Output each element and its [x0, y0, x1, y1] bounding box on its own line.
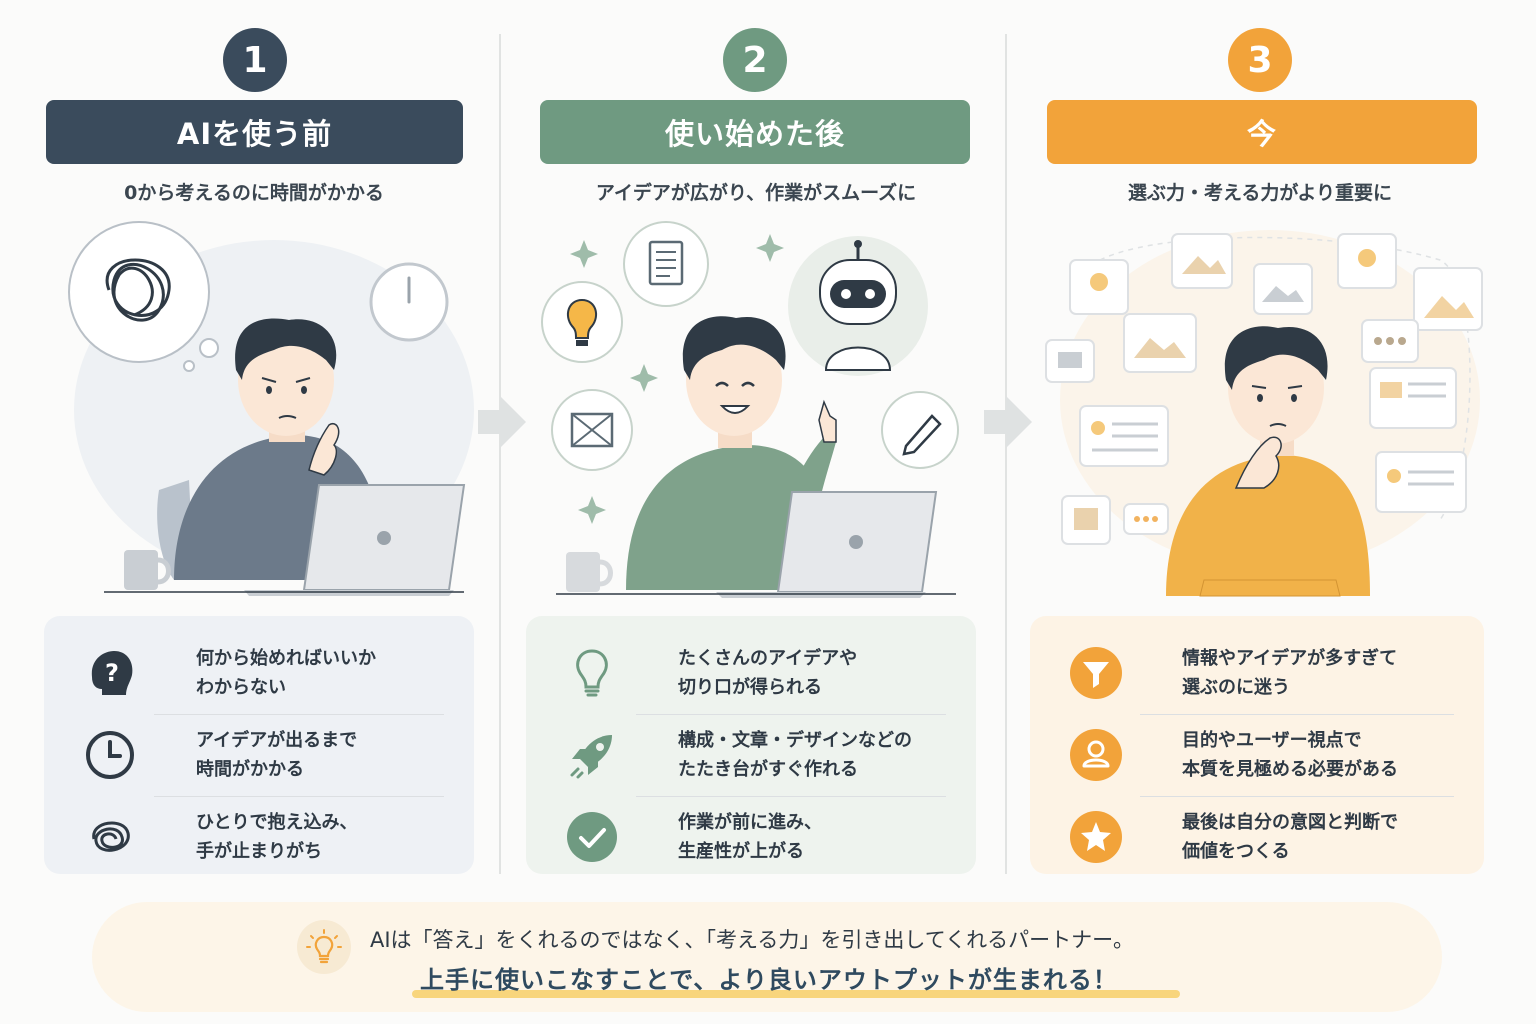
list-item: 情報やアイデアが多すぎて選ぶのに迷う: [1060, 632, 1454, 714]
step-column-1: 1 AIを使う前 0から考えるのに時間がかかる: [44, 0, 476, 880]
image-card-icon: [1253, 263, 1313, 315]
step-subtitle: 選ぶ力・考える力がより重要に: [1127, 182, 1393, 204]
item-line-1: 目的やユーザー視点で: [1182, 730, 1362, 751]
image-card-icon: [1045, 339, 1095, 383]
step-number-badge: 2: [723, 28, 787, 92]
idea-card-icon: [1337, 233, 1397, 289]
step-title-banner: AIを使う前: [46, 100, 463, 164]
lightbulb-icon: [564, 645, 620, 701]
list-item: 目的やユーザー視点で本質を見極める必要がある: [1060, 714, 1454, 796]
item-line-2: 切り口が得られる: [678, 677, 822, 698]
summary-line-1: AIは「答え」をくれるのではなく、「考える力」を引き出してくれるパートナー。: [370, 928, 1134, 952]
wall-clock-icon: [369, 262, 449, 342]
step-number-badge: 3: [1228, 28, 1292, 92]
idea-card-icon: [1069, 259, 1129, 315]
image-card-icon: [1061, 495, 1111, 545]
item-line-2: たたき台がすぐ作れる: [678, 759, 858, 780]
item-line-2: わからない: [196, 677, 286, 698]
image-card-icon: [1171, 233, 1233, 289]
column-divider: [499, 34, 501, 874]
list-item: ? 何から始めればいいかわからない: [74, 632, 444, 714]
arrow-right-icon: [478, 396, 526, 448]
tangle-icon: [82, 809, 138, 865]
question-head-icon: ?: [82, 645, 138, 701]
lightbulb-bubble-icon: [541, 281, 623, 363]
coffee-mug-icon: [566, 552, 613, 592]
item-line-1: ひとりで抱え込み、: [196, 812, 358, 833]
clock-icon: [82, 727, 138, 783]
coffee-mug-icon: [124, 550, 171, 590]
item-line-1: たくさんのアイデアや: [678, 648, 858, 669]
step-subtitle: アイデアが広がり、作業がスムーズに: [595, 182, 917, 204]
highlight-underline: [412, 990, 1180, 998]
list-item: たくさんのアイデアや切り口が得られる: [556, 632, 946, 714]
step-number-badge: 1: [223, 28, 287, 92]
step-title-banner: 今: [1047, 100, 1477, 164]
user-icon: [1068, 727, 1124, 783]
column-divider: [1005, 34, 1007, 874]
step-column-3: 3 今 選ぶ力・考える力がより重要に: [1030, 0, 1486, 880]
list-item: 構成・文章・デザインなどのたたき台がすぐ作れる: [556, 714, 946, 796]
list-item: 作業が前に進み、生産性が上がる: [556, 796, 946, 878]
lightbulb-icon: [297, 920, 351, 974]
item-line-1: 情報やアイデアが多すぎて: [1182, 648, 1398, 669]
item-line-1: 構成・文章・デザインなどの: [678, 730, 912, 751]
step-column-2: 2 使い始めた後 アイデアが広がり、作業がスムーズに: [526, 0, 978, 880]
list-item: アイデアが出るまで時間がかかる: [74, 714, 444, 796]
mail-icon: [551, 389, 633, 471]
list-item: 最後は自分の意図と判断で価値をつくる: [1060, 796, 1454, 878]
text-card-icon: [1375, 451, 1467, 513]
text-card-icon: [1369, 367, 1457, 429]
item-line-2: 本質を見極める必要がある: [1182, 759, 1398, 780]
item-line-1: 作業が前に進み、: [678, 812, 822, 833]
svg-text:?: ?: [105, 659, 119, 687]
chat-dots-icon: [1123, 503, 1169, 535]
laptop-icon: [244, 484, 466, 596]
document-icon: [623, 221, 709, 307]
illustration-now: [1045, 230, 1483, 597]
thought-bubble-icon: [68, 221, 210, 363]
rocket-icon: [564, 727, 620, 783]
arrow-right-icon: [984, 396, 1032, 448]
item-line-2: 手が止まりがち: [196, 841, 322, 862]
star-icon: [1068, 809, 1124, 865]
item-line-1: 最後は自分の意図と判断で: [1182, 812, 1398, 833]
item-line-1: アイデアが出るまで: [196, 730, 358, 751]
summary-banner: AIは「答え」をくれるのではなく、「考える力」を引き出してくれるパートナー。 上…: [92, 902, 1442, 1012]
item-line-1: 何から始めればいいか: [196, 648, 376, 669]
image-card-icon: [1123, 313, 1197, 373]
item-line-2: 価値をつくる: [1182, 841, 1290, 862]
illustration-using-ai: [541, 221, 959, 598]
image-card-icon: [1413, 267, 1483, 331]
robot-icon: [788, 236, 928, 376]
pencil-icon: [881, 391, 959, 469]
step-points-card: 情報やアイデアが多すぎて選ぶのに迷う 目的やユーザー視点で本質を見極める必要があ…: [1030, 616, 1484, 874]
list-item: ひとりで抱え込み、手が止まりがち: [74, 796, 444, 878]
item-line-2: 選ぶのに迷う: [1182, 677, 1290, 698]
text-card-icon: [1079, 405, 1169, 467]
check-icon: [564, 809, 620, 865]
item-line-2: 生産性が上がる: [678, 841, 804, 862]
item-line-2: 時間がかかる: [196, 759, 304, 780]
step-subtitle: 0から考えるのに時間がかかる: [124, 182, 384, 204]
chat-dots-icon: [1361, 319, 1419, 363]
summary-line-2: 上手に使いこなすことで、より良いアウトプットが生まれる！: [420, 966, 1118, 994]
illustration-before-ai: [68, 221, 474, 596]
filter-icon: [1068, 645, 1124, 701]
step-title-banner: 使い始めた後: [540, 100, 970, 164]
step-points-card: たくさんのアイデアや切り口が得られる 構成・文章・デザインなどのたたき台がすぐ作…: [526, 616, 976, 874]
step-points-card: ? 何から始めればいいかわからない アイデアが出るまで時間がかかる ひとりで抱え…: [44, 616, 474, 874]
